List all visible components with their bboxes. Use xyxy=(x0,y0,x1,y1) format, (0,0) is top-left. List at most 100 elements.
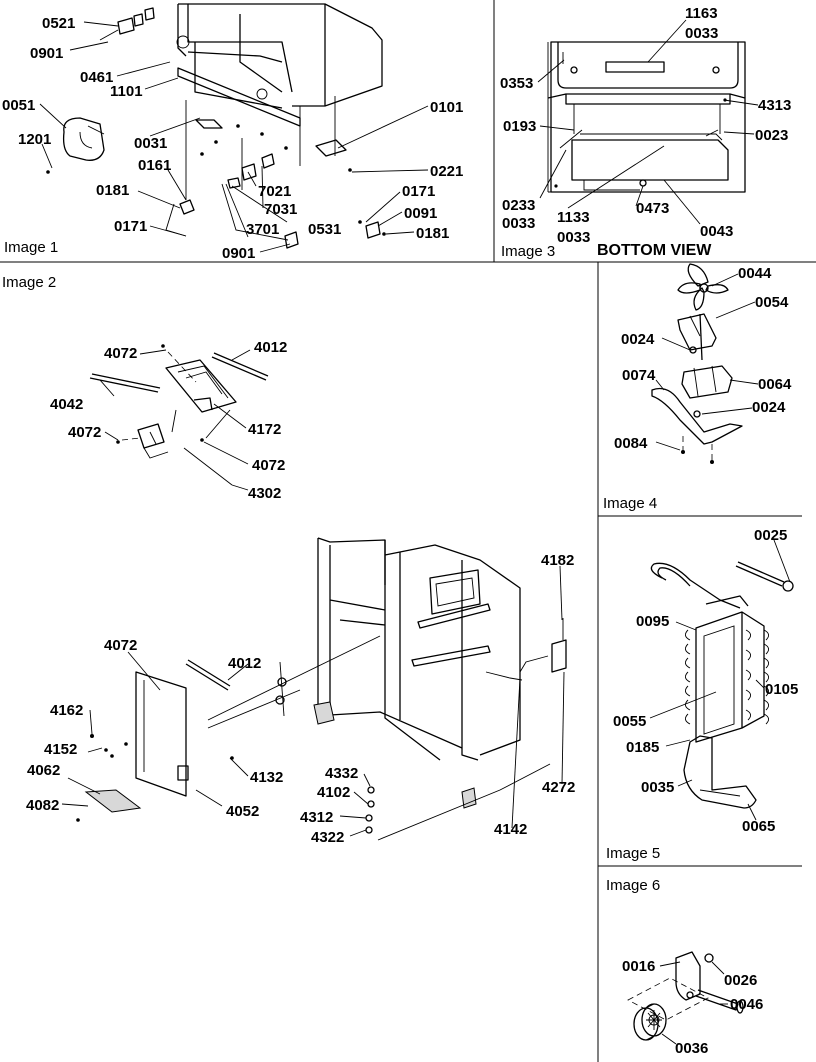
part-label: 0181 xyxy=(96,182,129,199)
part-label: 0051 xyxy=(2,97,35,114)
part-label: 0016 xyxy=(622,958,655,975)
part-label: 4272 xyxy=(542,779,575,796)
part-label: 0033 xyxy=(557,229,590,246)
part-label: 4332 xyxy=(325,765,358,782)
part-label: 0531 xyxy=(308,221,341,238)
part-label: 0473 xyxy=(636,200,669,217)
part-label: 0033 xyxy=(502,215,535,232)
part-label: 1163 xyxy=(685,5,718,22)
image5-labels: 0025 0095 0105 0055 0185 0035 0065 xyxy=(613,527,798,835)
image2-lower-panel xyxy=(76,635,551,841)
part-label: 4062 xyxy=(27,762,60,779)
part-label: 4012 xyxy=(228,655,261,672)
part-label: 4172 xyxy=(248,421,281,438)
image2-labels: 4072 4012 4042 4072 4172 4072 4302 4182 … xyxy=(26,339,575,846)
part-label: 4072 xyxy=(68,424,101,441)
part-label: 4102 xyxy=(317,784,350,801)
part-label: 3701 xyxy=(246,221,279,238)
image6-drawing xyxy=(627,951,744,1041)
caption-image-5: Image 5 xyxy=(606,845,660,862)
part-label: 0171 xyxy=(114,218,147,235)
caption-image-6: Image 6 xyxy=(606,877,660,894)
part-label: 0065 xyxy=(742,818,775,835)
part-label: 0233 xyxy=(502,197,535,214)
part-label: 4072 xyxy=(252,457,285,474)
part-label: 0055 xyxy=(613,713,646,730)
part-label: 0091 xyxy=(404,205,437,222)
part-label: 0026 xyxy=(724,972,757,989)
image1-leaders xyxy=(39,21,429,253)
part-label: 4313 xyxy=(758,97,791,114)
part-label: 4072 xyxy=(104,345,137,362)
part-label: 1133 xyxy=(557,209,590,226)
part-label: 0353 xyxy=(500,75,533,92)
part-label: 0084 xyxy=(614,435,648,452)
part-label: 0031 xyxy=(134,135,167,152)
part-label: 0181 xyxy=(416,225,449,242)
part-label: 4012 xyxy=(254,339,287,356)
part-label: 4182 xyxy=(541,552,574,569)
part-label: 0095 xyxy=(636,613,669,630)
part-label: 0035 xyxy=(641,779,674,796)
part-label: 1101 xyxy=(110,83,143,100)
part-label: 4072 xyxy=(104,637,137,654)
part-label: 0161 xyxy=(138,157,171,174)
image4-leaders xyxy=(655,273,759,451)
part-label: 0461 xyxy=(80,69,113,86)
caption-image-1: Image 1 xyxy=(4,239,58,256)
part-label: 0024 xyxy=(752,399,786,416)
part-label: 0023 xyxy=(755,127,788,144)
part-label: 4132 xyxy=(250,769,283,786)
part-label: 4082 xyxy=(26,797,59,814)
image5-drawing xyxy=(650,561,794,809)
image1-drawing xyxy=(46,3,386,249)
part-label: 4302 xyxy=(248,485,281,502)
image2-upper-assembly xyxy=(89,344,269,486)
image4-drawing xyxy=(651,263,743,464)
image1-labels: 0521 0901 0461 1101 0051 1201 0031 0161 … xyxy=(2,15,463,262)
part-label: 0043 xyxy=(700,223,733,240)
part-label: 0221 xyxy=(430,163,463,180)
part-label: 4162 xyxy=(50,702,83,719)
part-label: 0046 xyxy=(730,996,763,1013)
part-label: 0024 xyxy=(621,331,655,348)
part-label: 0064 xyxy=(758,376,792,393)
part-label: 4322 xyxy=(311,829,344,846)
caption-image-2: Image 2 xyxy=(2,274,56,291)
image5-leaders xyxy=(649,539,791,821)
image2-cabinet xyxy=(313,537,567,809)
image3-drawing xyxy=(547,41,746,193)
part-label: 0901 xyxy=(30,45,63,62)
part-label: 4042 xyxy=(50,396,83,413)
part-label: 7031 xyxy=(264,201,297,218)
image2-leaders xyxy=(61,349,565,837)
part-label: 0054 xyxy=(755,294,789,311)
part-label: 4142 xyxy=(494,821,527,838)
part-label: 0074 xyxy=(622,367,656,384)
caption-image-4: Image 4 xyxy=(603,495,657,512)
part-label: 4052 xyxy=(226,803,259,820)
part-label: 0521 xyxy=(42,15,75,32)
part-label: 0033 xyxy=(685,25,718,42)
part-label: 0171 xyxy=(402,183,435,200)
image3-leaders xyxy=(537,19,759,225)
bottom-view-caption: BOTTOM VIEW xyxy=(597,242,712,259)
part-label: 0101 xyxy=(430,99,463,116)
part-label: 4152 xyxy=(44,741,77,758)
panel-captions: Image 1 Image 2 Image 3 BOTTOM VIEW Imag… xyxy=(2,239,712,894)
part-label: 0105 xyxy=(765,681,798,698)
part-label: 0185 xyxy=(626,739,659,756)
part-label: 1201 xyxy=(18,131,51,148)
part-label: 0193 xyxy=(503,118,536,135)
image6-leaders xyxy=(659,961,728,1045)
part-label: 0901 xyxy=(222,245,255,262)
part-label: 4312 xyxy=(300,809,333,826)
part-label: 7021 xyxy=(258,183,291,200)
caption-image-3: Image 3 xyxy=(501,243,555,260)
image4-labels: 0044 0054 0024 0074 0064 0024 0084 xyxy=(614,265,792,452)
part-label: 0044 xyxy=(738,265,772,282)
part-label: 0036 xyxy=(675,1040,708,1057)
image3-labels: 1163 0033 0353 4313 0193 0023 0233 0033 … xyxy=(500,5,791,246)
image6-labels: 0016 0026 0046 0036 xyxy=(622,958,763,1057)
